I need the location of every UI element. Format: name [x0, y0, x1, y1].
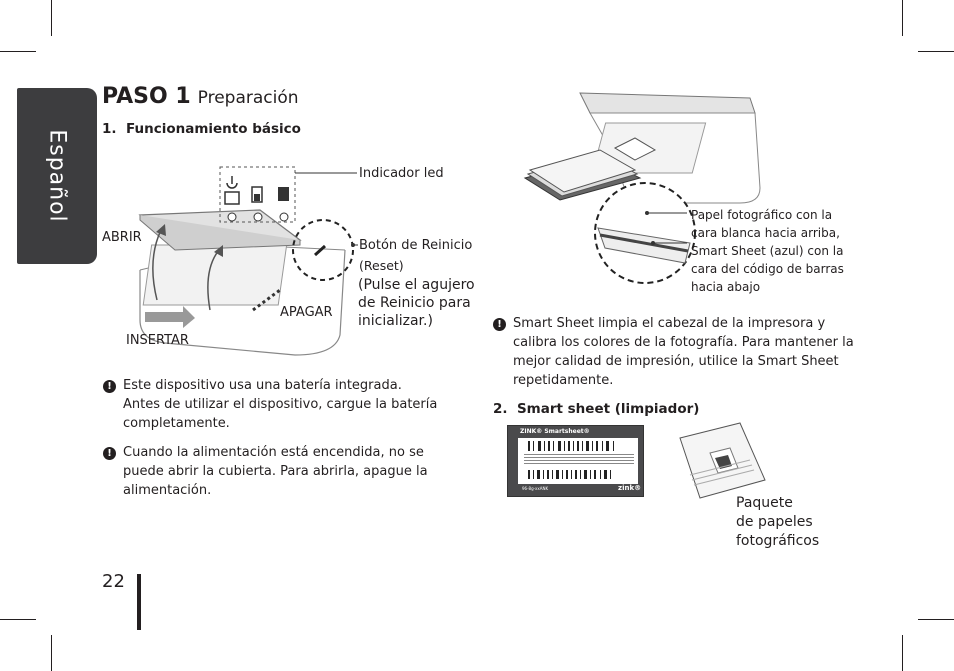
note-line: puede abrir la cubierta. Para abrirla, a…: [123, 464, 428, 479]
crop-mark: [51, 0, 52, 36]
note-line: repetidamente.: [513, 373, 614, 388]
note-line: Cuando la alimentación está encendida, n…: [123, 445, 424, 460]
zink-logo: zink®: [618, 484, 642, 492]
crop-mark: [51, 635, 52, 671]
barcode-graphic: [524, 441, 634, 479]
indicator-led-label: Indicador led: [359, 166, 444, 181]
reset-button-label: Botón de Reinicio: [359, 238, 473, 253]
reset-note-line: de Reinicio para: [358, 295, 471, 311]
off-label: APAGAR: [280, 305, 333, 320]
reset-note-line: (Pulse el agujero: [358, 277, 475, 293]
paper-line: cara del código de barras: [691, 262, 844, 276]
paper-line: hacia abajo: [691, 280, 761, 294]
smartsheet-brand: ZINK® Smartsheet®: [520, 428, 590, 435]
smartsheet-ref: 96-8g-xxANK: [522, 486, 549, 491]
section-2-heading: 2. Smart sheet (limpiador): [493, 401, 699, 417]
step-title: Preparación: [197, 88, 299, 108]
section-1-title: Funcionamiento básico: [125, 121, 301, 137]
reset-note: (Pulse el agujero de Reinicio para inici…: [358, 276, 475, 330]
note-line: alimentación.: [123, 483, 212, 498]
note-line: Antes de utilizar el dispositivo, cargue…: [123, 397, 438, 412]
pack-label-line: Paquete: [736, 495, 793, 511]
reset-sub-label: (Reset): [359, 258, 404, 273]
printer-open-illustration: [138, 166, 358, 356]
crop-mark: [0, 619, 36, 620]
paper-line: Smart Sheet (azul) con la: [691, 244, 844, 258]
photo-paper-pack-illustration: [679, 422, 766, 499]
paper-line: Papel fotográfico con la: [691, 208, 833, 222]
section-1-number: 1.: [102, 121, 117, 137]
smartsheet-body: [518, 438, 638, 484]
crop-mark: [0, 51, 36, 52]
page-number: 22: [102, 571, 125, 592]
crop-mark: [918, 51, 954, 52]
reset-note-line: inicializar.): [358, 313, 433, 329]
note-line: calibra los colores de la fotografía. Pa…: [513, 335, 854, 350]
insert-label: INSERTAR: [126, 333, 189, 348]
language-tab-label: Español: [44, 129, 70, 223]
page-number-bar: [137, 574, 141, 630]
paper-line: cara blanca hacia arriba,: [691, 226, 840, 240]
paper-loading-illustration: [523, 92, 761, 284]
note-line: Este dispositivo usa una batería integra…: [123, 378, 402, 393]
crop-mark: [902, 635, 903, 671]
crop-mark: [918, 619, 954, 620]
note-cover: Cuando la alimentación está encendida, n…: [123, 443, 428, 500]
note-line: mejor calidad de impresión, utilice la S…: [513, 354, 839, 369]
photo-paper-pack-label: Paquete de papeles fotográficos: [736, 494, 819, 551]
paper-instructions: Papel fotográfico con la cara blanca hac…: [691, 206, 844, 296]
warning-icon: !: [493, 318, 506, 331]
open-label: ABRIR: [102, 230, 142, 245]
warning-icon: !: [103, 447, 116, 460]
pack-label-line: de papeles: [736, 514, 813, 530]
section-2-title: Smart sheet (limpiador): [516, 401, 700, 417]
page-title: PASO 1 Preparación: [102, 84, 299, 109]
warning-icon: !: [103, 380, 116, 393]
note-line: Smart Sheet limpia el cabezal de la impr…: [513, 316, 826, 331]
note-line: completamente.: [123, 416, 230, 431]
step-label: PASO 1: [102, 84, 191, 109]
note-battery: Este dispositivo usa una batería integra…: [123, 376, 437, 433]
crop-mark: [902, 0, 903, 36]
smartsheet-card: ZINK® Smartsheet® 96-8g-xxANK zink®: [507, 425, 644, 497]
note-smartsheet: Smart Sheet limpia el cabezal de la impr…: [513, 314, 854, 390]
section-2-number: 2.: [493, 401, 508, 417]
section-1-heading: 1. Funcionamiento básico: [102, 121, 301, 137]
pack-label-line: fotográficos: [736, 533, 820, 549]
language-tab: Español: [17, 88, 97, 264]
